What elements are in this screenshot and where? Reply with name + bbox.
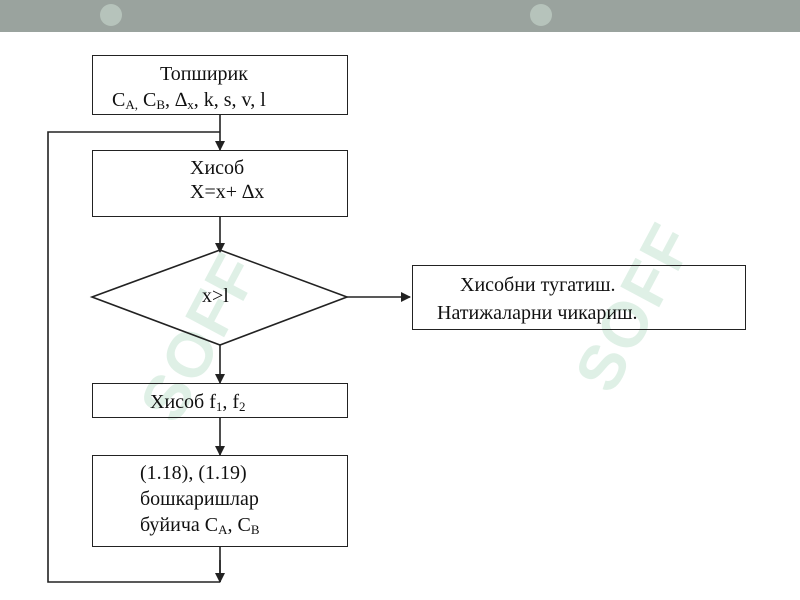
control-pre: буйича C: [140, 514, 219, 536]
calc1-title: Хисоб: [190, 157, 245, 179]
finish-line1: Хисобни тугатиш.: [460, 274, 616, 296]
control-line1: (1.18), (1.19): [140, 462, 247, 484]
task-ca: C: [112, 89, 126, 111]
control-line2: бошкаришлар: [140, 488, 259, 510]
task-rest: , k, s, v, l: [193, 89, 266, 111]
calc2-box: [92, 383, 348, 418]
calc2-sub1: 1: [215, 399, 223, 414]
calc2-text: Хисоб f: [150, 391, 216, 413]
control-sub-b: B: [250, 522, 260, 537]
calc2-sep: , f: [222, 391, 240, 413]
control-sub-a: A: [218, 522, 228, 537]
watermark-dot-left: [100, 4, 122, 26]
calc1-formula: X=x+ ∆x: [190, 181, 265, 203]
decision-condition: x>l: [202, 285, 229, 307]
calc2-sub2: 2: [239, 399, 246, 414]
task-box: [92, 55, 348, 115]
control-line3: буйича CA, CB: [140, 514, 260, 541]
task-sub-x: x: [187, 97, 194, 112]
control-mid: , C: [227, 514, 251, 536]
finish-box: [412, 265, 746, 330]
task-dx: , ∆: [165, 89, 188, 111]
top-bar: [0, 0, 800, 32]
finish-line2: Натижаларни чикариш.: [437, 302, 638, 324]
calc1-box: [92, 150, 348, 217]
control-box: [92, 455, 348, 547]
watermark-dot-right: [530, 4, 552, 26]
task-title: Топширик: [160, 63, 248, 85]
task-sub-b: B: [156, 97, 165, 112]
task-params: CA, CB, ∆x, k, s, v, l: [112, 89, 266, 116]
task-cb: C: [137, 89, 157, 111]
calc2-label: Хисоб f1, f2: [150, 391, 246, 418]
loop-back-line: [47, 131, 220, 583]
task-sub-a: A,: [125, 97, 138, 112]
